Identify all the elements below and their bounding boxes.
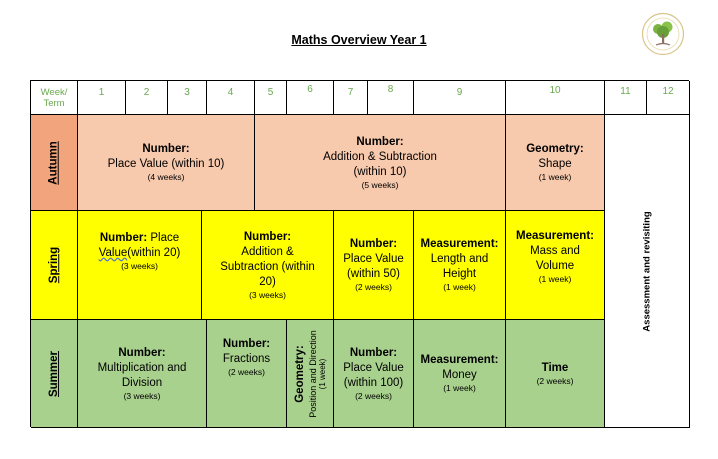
assessment-revisiting: Assessment and revisiting <box>605 115 690 428</box>
summer-time: Time (2 weeks) <box>506 320 605 428</box>
week-header-6: 6 <box>287 81 334 115</box>
week-header-12: 12 <box>647 81 690 115</box>
spring-length-height: Measurement: Length and Height (1 week) <box>414 211 506 320</box>
spring-place-value-50: Number: Place Value (within 50) (2 weeks… <box>334 211 414 320</box>
autumn-addition-subtraction: Number: Addition & Subtraction (within 1… <box>255 115 506 211</box>
tree-logo-icon <box>641 12 685 56</box>
term-spring: Spring <box>31 211 78 320</box>
spring-place-value: Number: Place Value(within 20) (3 weeks) <box>78 211 202 320</box>
week-header-2: 2 <box>126 81 168 115</box>
term-summer: Summer <box>31 320 78 428</box>
week-header-3: 3 <box>168 81 207 115</box>
summer-money: Measurement: Money (1 week) <box>414 320 506 428</box>
week-header-8: 8 <box>368 81 414 115</box>
week-header-9: 9 <box>414 81 506 115</box>
term-autumn: Autumn <box>31 115 78 211</box>
summer-fractions: Number: Fractions (2 weeks) <box>207 320 287 428</box>
overview-table: Week/ Term 1 2 3 4 5 6 7 8 9 10 11 12 Au… <box>30 80 690 428</box>
week-header-7: 7 <box>334 81 368 115</box>
week-header-10: 10 <box>506 81 605 115</box>
summer-position-direction: Geometry: Position and Direction (1 week… <box>287 320 334 428</box>
summer-place-value-100: Number: Place Value (within 100) (2 week… <box>334 320 414 428</box>
week-header-1: 1 <box>78 81 126 115</box>
autumn-place-value: Number: Place Value (within 10) (4 weeks… <box>78 115 255 211</box>
page-title: Maths Overview Year 1 <box>291 33 427 47</box>
summer-multiplication-division: Number: Multiplication and Division (3 w… <box>78 320 207 428</box>
week-header-5: 5 <box>255 81 287 115</box>
week-header-4: 4 <box>207 81 255 115</box>
week-header-11: 11 <box>605 81 647 115</box>
spring-addition-subtraction: Number: Addition & Subtraction (within 2… <box>202 211 334 320</box>
spring-mass-volume: Measurement: Mass and Volume (1 week) <box>506 211 605 320</box>
week-term-header: Week/ Term <box>31 81 78 115</box>
autumn-shape: Geometry: Shape (1 week) <box>506 115 605 211</box>
